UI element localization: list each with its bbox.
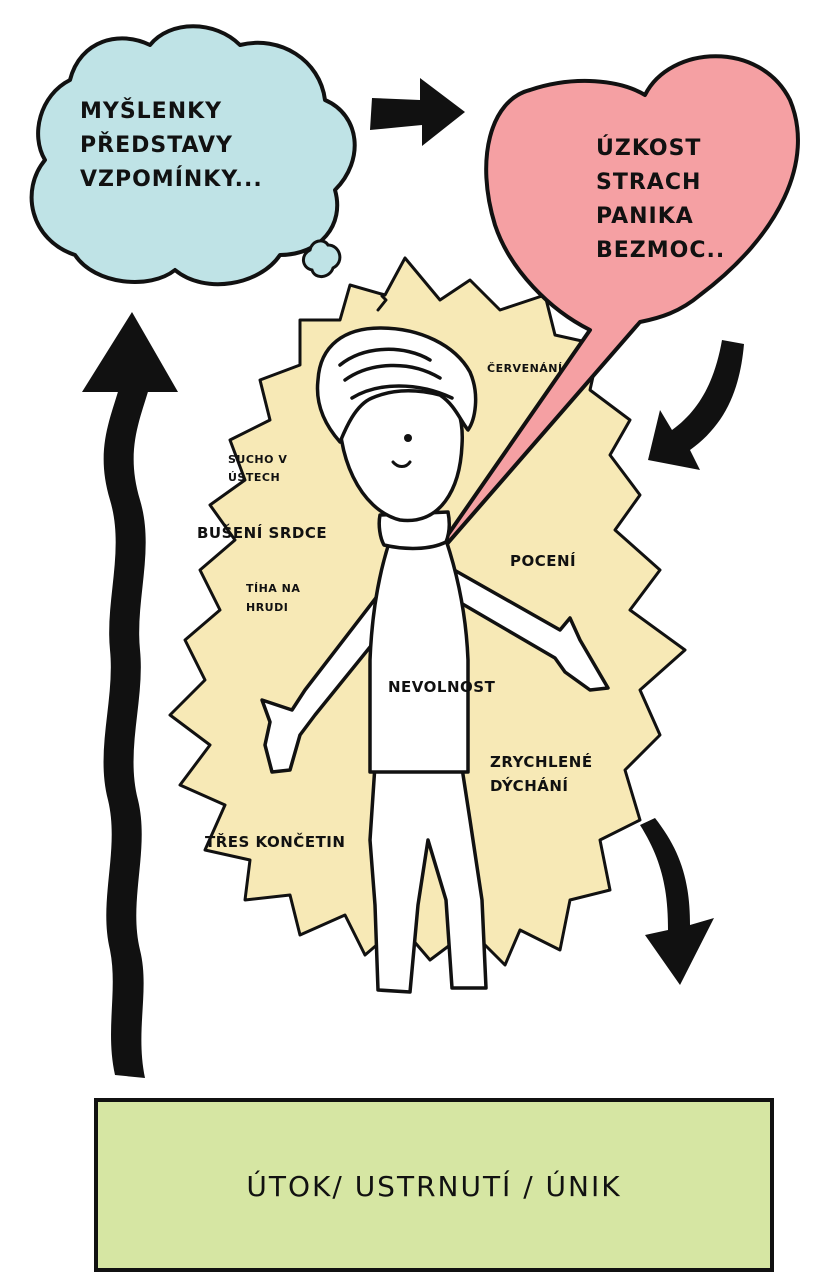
- thought-line-2: PŘEDSTAVY: [80, 132, 233, 158]
- symptom-chest-weight-2: HRUDI: [246, 601, 288, 614]
- thought-line-3: VZPOMÍNKY...: [80, 166, 263, 192]
- symptom-dry-mouth-2: ÚSTECH: [228, 471, 280, 484]
- emotion-line-1: ÚZKOST: [596, 135, 701, 161]
- arrow-reaction-to-thoughts: [104, 385, 150, 1078]
- emotion-line-4: BEZMOC..: [596, 238, 725, 263]
- symptom-heart-pounding: BUŠENÍ SRDCE: [197, 523, 327, 542]
- reaction-label: ÚTOK/ USTRNUTÍ / ÚNIK: [246, 1169, 621, 1203]
- arrow-thoughts-to-emotions: [370, 78, 465, 146]
- symptom-fast-breathing-2: DÝCHÁNÍ: [490, 776, 569, 795]
- figure-eye: [404, 434, 412, 442]
- arrow-body-to-reaction: [640, 818, 714, 985]
- emotion-line-3: PANIKA: [596, 204, 694, 229]
- symptom-limb-tremor: TŘES KONČETIN: [205, 832, 345, 851]
- symptom-fast-breathing-1: ZRYCHLENÉ: [490, 752, 593, 771]
- figure-torso: [370, 540, 468, 772]
- emotion-line-2: STRACH: [596, 170, 701, 195]
- thought-line-1: MYŠLENKY: [80, 98, 222, 124]
- symptom-nausea: NEVOLNOST: [388, 678, 496, 696]
- symptom-sweating: POCENÍ: [510, 551, 576, 570]
- symptom-dry-mouth-1: SUCHO V: [228, 453, 287, 466]
- arrow-emotions-to-body: [648, 340, 744, 470]
- symptom-chest-weight-1: TÍHA NA: [246, 582, 300, 595]
- symptom-redness: ČERVENÁNÍ: [487, 362, 563, 375]
- arrow-head-up: [82, 312, 178, 392]
